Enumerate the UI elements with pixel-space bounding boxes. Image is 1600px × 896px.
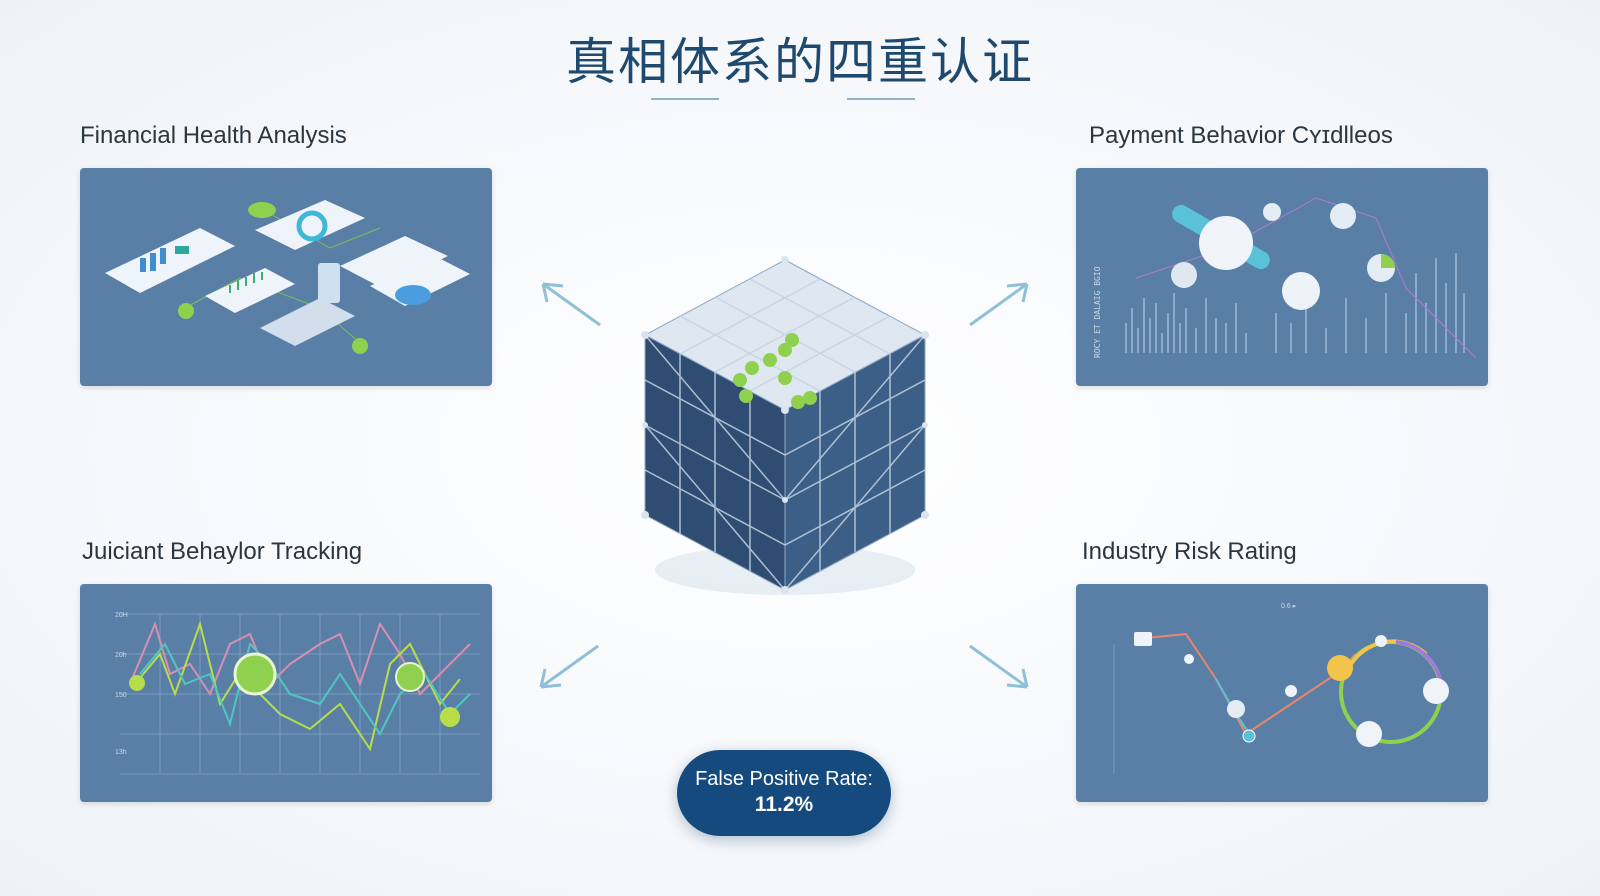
false-positive-rate-badge: False Positive Rate: 11.2% xyxy=(677,750,891,836)
svg-text:0.6 ▸: 0.6 ▸ xyxy=(1281,603,1297,610)
label-payment-behavior: Payment Behavior Cʏɪdlleos xyxy=(1089,122,1393,149)
label-financial-health: Financial Health Analysis xyxy=(80,122,347,149)
badge-label: False Positive Rate: xyxy=(695,768,873,790)
title-underline-right xyxy=(847,98,915,100)
label-behavior-tracking: Juiciant Behaylor Tracking xyxy=(82,538,363,565)
svg-text:20h: 20h xyxy=(115,652,127,659)
page-title: 真相体系的四重认证 xyxy=(566,33,1034,91)
label-industry-risk: Industry Risk Rating xyxy=(1082,538,1297,565)
arrow-up-right-icon xyxy=(969,282,1029,327)
svg-text:ROCY ET DALAIG BGIO: ROCY ET DALAIG BGIO xyxy=(1093,266,1102,358)
svg-text:150: 150 xyxy=(115,692,127,699)
arrow-down-left-icon xyxy=(539,644,599,689)
payment-chart-illustration: ROCY ET DALAIG BGIO xyxy=(1076,168,1488,386)
svg-text:20H: 20H xyxy=(115,612,128,619)
svg-text:13h: 13h xyxy=(115,749,127,756)
badge-value: 11.2% xyxy=(754,793,814,816)
title-underline-left xyxy=(651,98,719,100)
arrow-down-right-icon xyxy=(969,644,1029,689)
financial-dashboard-illustration xyxy=(80,168,492,386)
risk-curve-illustration: 0.6 ▸ xyxy=(1076,584,1488,802)
line-chart-illustration: 20H 20h 150 13h xyxy=(80,584,492,802)
arrow-up-left-icon xyxy=(541,282,601,327)
network-cube-illustration xyxy=(641,256,929,595)
